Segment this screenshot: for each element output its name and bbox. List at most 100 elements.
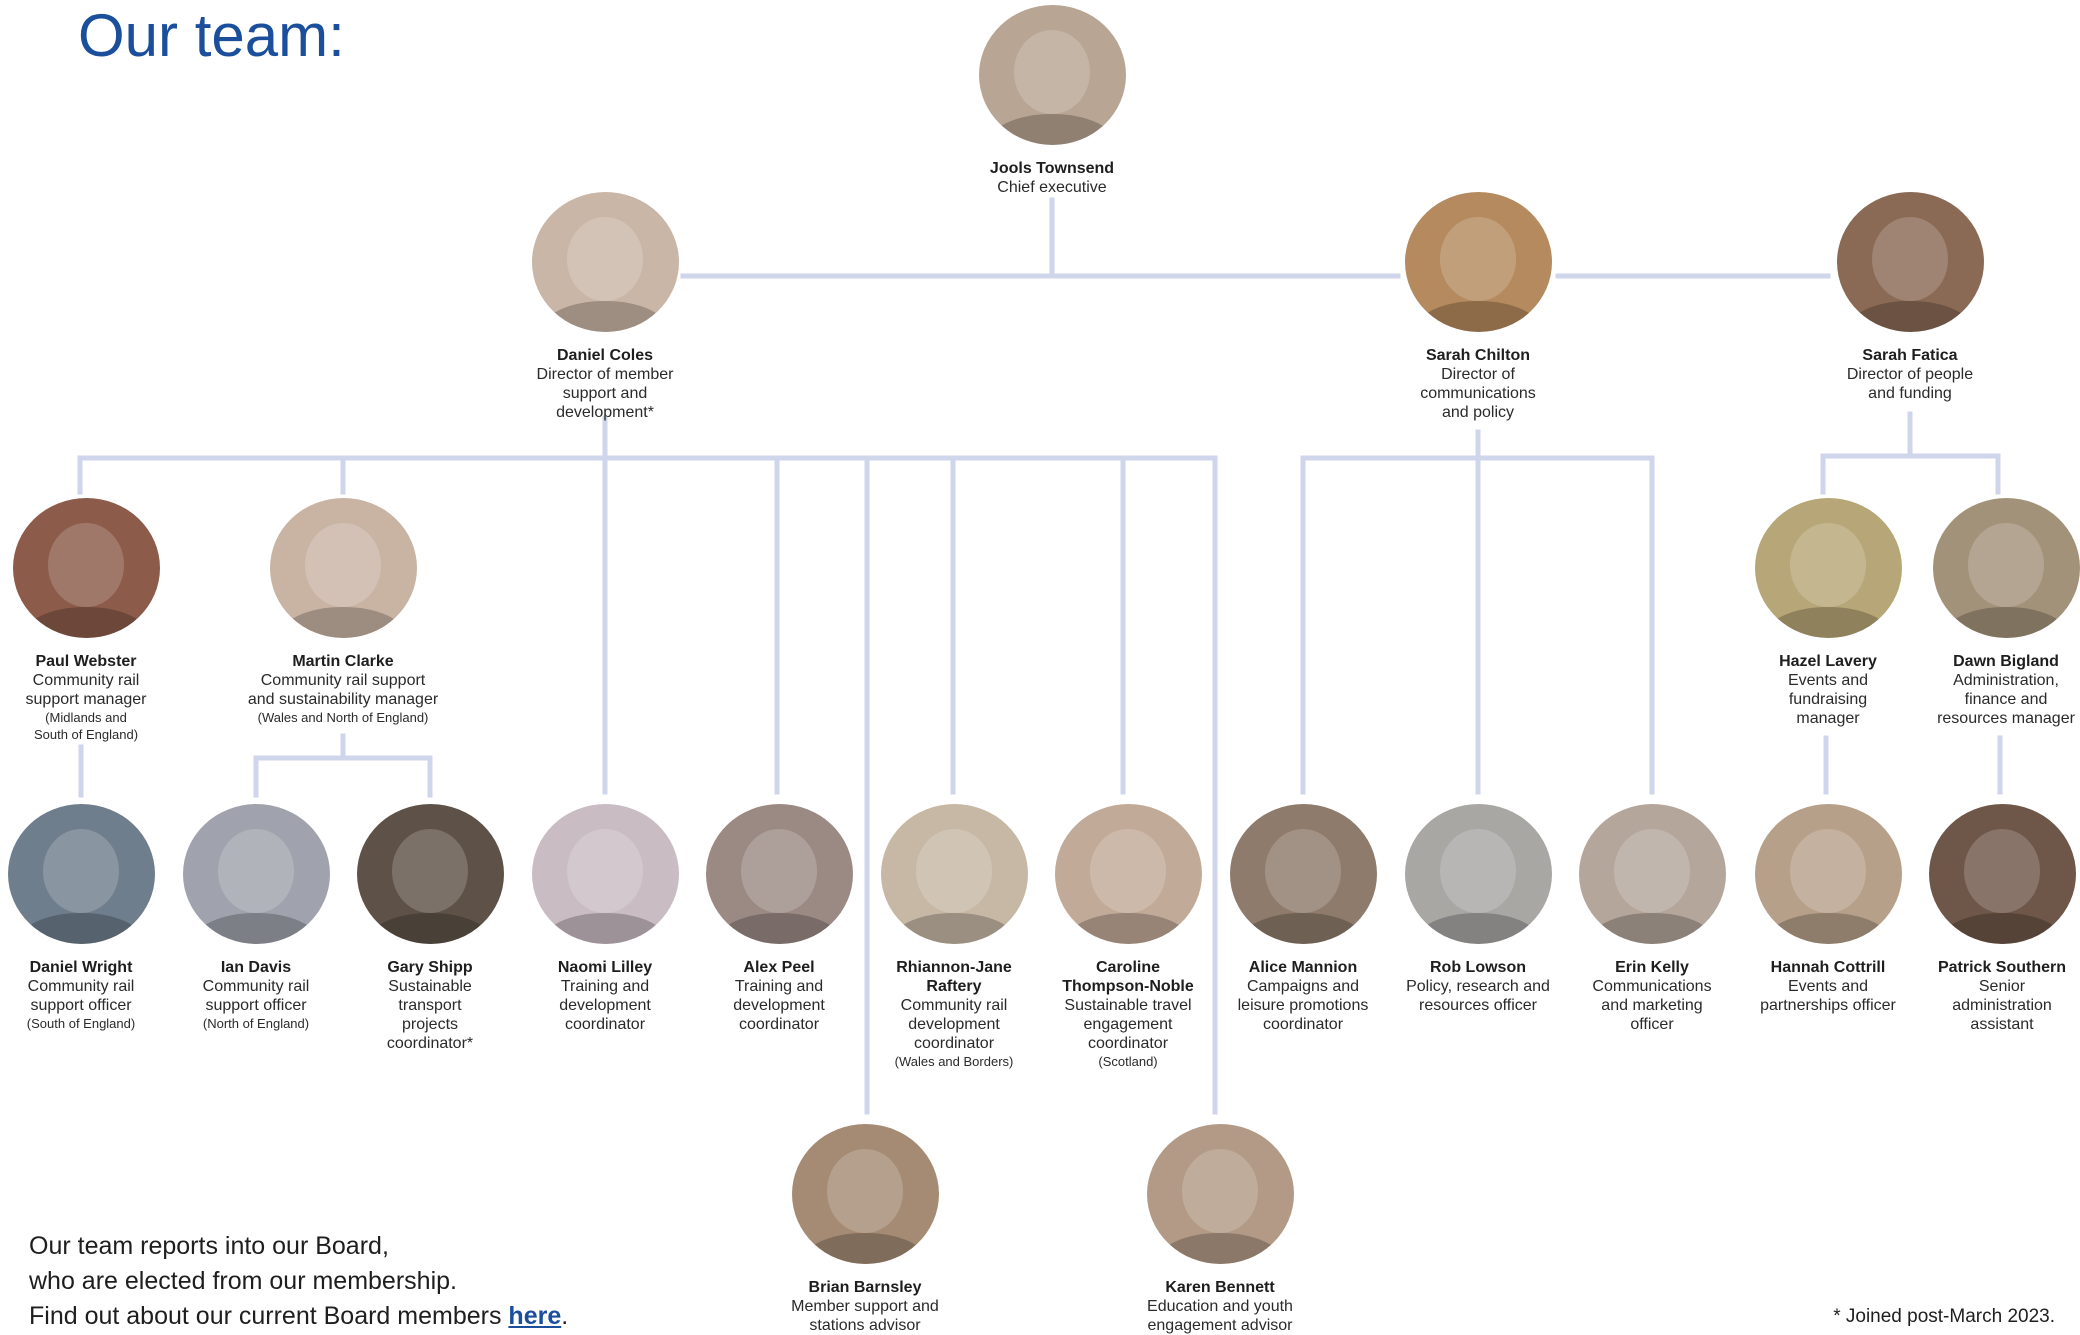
person-name: Erin Kelly: [1615, 959, 1689, 976]
person-region-note: (Scotland): [1098, 1054, 1158, 1069]
person-role: Sustainable: [388, 978, 472, 995]
person-role: engagement: [1083, 1016, 1173, 1033]
avatar-shoulders: [1158, 1233, 1282, 1264]
person-role: development: [559, 997, 651, 1014]
person-name: Rob Lowson: [1430, 959, 1526, 976]
person-name: Jools Townsend: [989, 160, 1115, 177]
person-role: manager: [1796, 710, 1860, 727]
avatar-face: [391, 829, 469, 914]
avatar-shoulders: [19, 913, 143, 944]
avatar: [1836, 192, 1984, 332]
person-name: Brian Barnsley: [808, 1279, 922, 1296]
person-role: and sustainability manager: [247, 691, 439, 708]
avatar-face: [1963, 829, 2041, 914]
person-name: Thompson-Noble: [1062, 978, 1194, 995]
person-role: Events and: [1787, 978, 1869, 995]
avatar: [7, 804, 155, 944]
avatar-face: [47, 523, 125, 608]
avatar: [1928, 804, 2076, 944]
avatar-face: [1967, 523, 2045, 608]
person-role: development*: [556, 404, 654, 421]
board-note-line-3: Find out about our current Board members…: [29, 1299, 568, 1334]
person-role: resources officer: [1419, 997, 1537, 1014]
person-role: Campaigns and: [1246, 978, 1360, 995]
person-region-note: (Midlands and: [45, 710, 127, 725]
person-role: finance and: [1964, 691, 2048, 708]
person-name: Caroline: [1095, 959, 1160, 976]
person-role: coordinator: [1262, 1016, 1344, 1033]
person-name: Paul Webster: [35, 653, 137, 670]
avatar-shoulders: [1944, 607, 2068, 638]
board-note-line-1: Our team reports into our Board,: [29, 1232, 389, 1260]
person-role: and funding: [1868, 385, 1952, 402]
person-role: coordinator: [738, 1016, 820, 1033]
avatar: [978, 5, 1126, 145]
avatar-shoulders: [368, 913, 492, 944]
person-role: Education and youth: [1147, 1298, 1293, 1315]
avatar-shoulders: [543, 301, 667, 332]
person-region-note: (Wales and North of England): [257, 710, 429, 725]
person-role: engagement advisor: [1147, 1317, 1293, 1334]
avatar-shoulders: [717, 913, 841, 944]
avatar-shoulders: [543, 913, 667, 944]
avatar: [182, 804, 330, 944]
avatar-shoulders: [1416, 301, 1540, 332]
avatar-shoulders: [1241, 913, 1365, 944]
person-region-note: (North of England): [202, 1016, 310, 1031]
person-role: resources manager: [1937, 710, 2075, 727]
avatar: [12, 498, 160, 638]
avatar: [531, 192, 679, 332]
avatar-shoulders: [990, 114, 1114, 145]
avatar-face: [1789, 829, 1867, 914]
avatar-face: [1013, 30, 1091, 115]
person-role: coordinator: [564, 1016, 646, 1033]
person-region-note: (South of England): [26, 1016, 136, 1031]
avatar-face: [1089, 829, 1167, 914]
person-role: development: [908, 1016, 1000, 1033]
avatar-face: [304, 523, 382, 608]
person-role: Senior: [1978, 978, 2026, 995]
avatar: [1054, 804, 1202, 944]
person-role: Chief executive: [997, 179, 1107, 196]
person-role: transport: [398, 997, 462, 1014]
person-role: support and: [562, 385, 648, 402]
person-name: Gary Shipp: [387, 959, 473, 976]
person-name: Hazel Lavery: [1779, 653, 1877, 670]
avatar: [791, 1124, 939, 1264]
avatar-face: [1181, 1149, 1259, 1234]
person-role: Community rail: [27, 978, 135, 995]
person-name: Alex Peel: [743, 959, 815, 976]
person-role: coordinator: [1087, 1035, 1169, 1052]
person-role: Community rail: [900, 997, 1008, 1014]
person-role: Training and: [560, 978, 650, 995]
person-role: and marketing: [1601, 997, 1703, 1014]
board-note-line-3-end: .: [561, 1302, 569, 1330]
avatar-shoulders: [1416, 913, 1540, 944]
person-role: assistant: [1970, 1016, 2034, 1033]
person-role: Member support and: [791, 1298, 939, 1315]
avatar: [1578, 804, 1726, 944]
person-role: fundraising: [1788, 691, 1868, 708]
avatar: [1404, 804, 1552, 944]
person-role: Community rail support: [260, 672, 426, 689]
person-role: Policy, research and: [1406, 978, 1550, 995]
person-name: Rhiannon-Jane: [896, 959, 1012, 976]
person-role: Sustainable travel: [1064, 997, 1192, 1014]
board-members-link[interactable]: here: [508, 1302, 562, 1330]
person-name: Alice Mannion: [1248, 959, 1358, 976]
person-region-note: South of England): [33, 727, 139, 742]
board-note-line-2: who are elected from our membership.: [29, 1267, 457, 1295]
person-name: Hannah Cottrill: [1770, 959, 1886, 976]
person-role: support officer: [205, 997, 307, 1014]
person-name: Ian Davis: [220, 959, 292, 976]
